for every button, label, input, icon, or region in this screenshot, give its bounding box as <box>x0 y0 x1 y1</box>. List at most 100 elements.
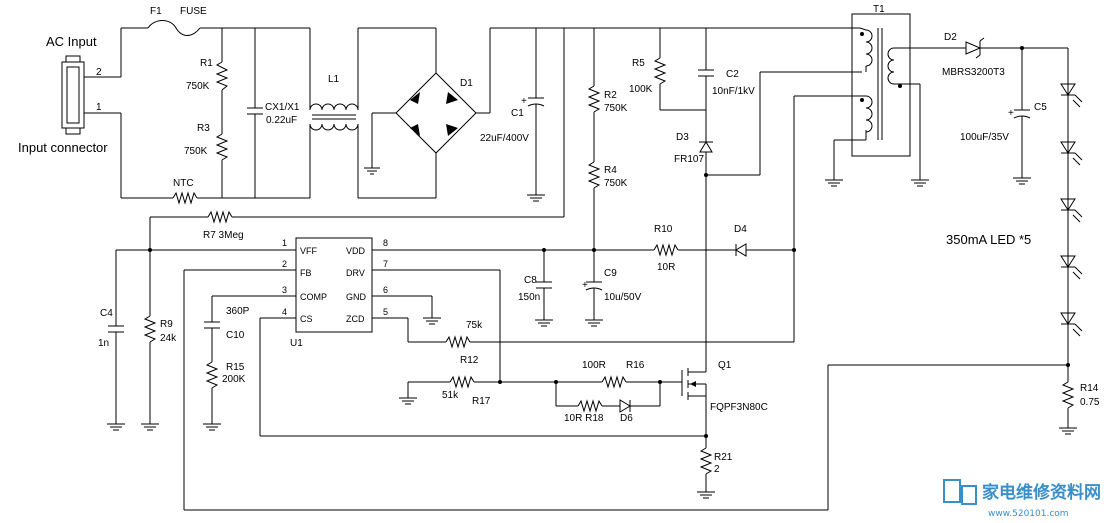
r2-r4-divider <box>587 28 601 250</box>
output-stage <box>183 37 1077 511</box>
r2-value: 750K <box>604 103 628 114</box>
junction-dot <box>704 173 708 177</box>
r16-value: 100R <box>582 360 606 371</box>
c2-label: C2 <box>726 69 739 80</box>
ntc-resistor <box>172 191 198 205</box>
r17-label: R17 <box>472 396 491 407</box>
r3-value: 750K <box>184 146 208 157</box>
d1-label: D1 <box>460 78 473 89</box>
u1-label: U1 <box>290 338 303 349</box>
r9-label: R9 <box>160 319 173 330</box>
u1-gnd-pin: GND <box>346 292 367 302</box>
d1-bridge-rectifier <box>371 27 860 198</box>
c1-capacitor <box>527 28 545 202</box>
r5-label: R5 <box>632 58 645 69</box>
r2-label: R2 <box>604 90 617 101</box>
ground-symbol <box>535 319 553 327</box>
r3-resistor <box>215 133 229 161</box>
c1-value: 22uF/400V <box>480 133 529 144</box>
r9-value: 24k <box>160 333 177 344</box>
snubber-wiring <box>653 28 862 365</box>
q1-label: Q1 <box>718 360 732 371</box>
ground-symbol <box>825 179 843 187</box>
c4-label: C4 <box>100 308 113 319</box>
ground-symbol <box>911 179 929 187</box>
u1-pin8-num: 8 <box>383 238 388 248</box>
junction-dot <box>148 248 152 252</box>
u1-pin6-num: 6 <box>383 285 388 295</box>
r18-label: 10R R18 <box>564 413 604 424</box>
cs-wiring <box>259 318 706 437</box>
u1-pin3-num: 3 <box>282 285 287 295</box>
input-connector-symbol <box>61 55 121 135</box>
t1-label: T1 <box>873 4 885 15</box>
r10-value: 10R <box>657 262 675 273</box>
cx1-value: 0.22uF <box>266 115 297 126</box>
u1-pin1-num: 1 <box>282 238 287 248</box>
led-4 <box>1060 255 1083 280</box>
watermark-url: www.520101.com <box>988 509 1069 519</box>
junction-dot <box>704 434 708 438</box>
d4-label: D4 <box>734 224 747 235</box>
u1-vdd-pin: VDD <box>346 246 366 256</box>
c9-plus: + <box>582 280 588 291</box>
u1-fb-pin: FB <box>300 268 312 278</box>
u1-controller-ic <box>260 237 408 333</box>
led-2 <box>1060 141 1083 166</box>
r1-resistor <box>215 61 229 91</box>
r1-value: 750K <box>186 81 210 92</box>
led-3 <box>1060 198 1083 223</box>
c1-plus: + <box>521 96 527 107</box>
d3-label: D3 <box>676 132 689 143</box>
r17-value: 51k <box>442 390 459 401</box>
f1-label: F1 <box>150 6 162 17</box>
r15-value: 200K <box>222 374 246 385</box>
d6-label: D6 <box>620 413 633 424</box>
connector-pin2-label: 2 <box>96 67 102 78</box>
site-watermark: 家电维修资料网 www.520101.com <box>943 479 1101 519</box>
led-5 <box>1060 312 1083 337</box>
u1-pin4-num: 4 <box>282 307 287 317</box>
junction-dot <box>1020 46 1024 50</box>
r3-label: R3 <box>197 123 210 134</box>
r14-label: R14 <box>1080 383 1099 394</box>
r5-value: 100K <box>629 84 653 95</box>
led-spec-label: 350mA LED *5 <box>946 232 1031 247</box>
r15-label: R15 <box>226 362 245 373</box>
r21-value: 2 <box>714 464 720 475</box>
vff-network <box>107 249 260 431</box>
c4-value: 1n <box>98 338 109 349</box>
u1-vff-pin: VFF <box>300 246 318 256</box>
c1-label: C1 <box>511 108 524 119</box>
u1-drv-pin: DRV <box>346 268 365 278</box>
ac-input-label: AC Input <box>46 34 97 49</box>
c9-value: 10u/50V <box>604 292 642 303</box>
led-1 <box>1060 83 1083 108</box>
r16-label: R16 <box>626 360 645 371</box>
c5-value: 100uF/35V <box>960 132 1009 143</box>
c8-value: 150n <box>518 292 540 303</box>
junction-dot <box>1066 363 1070 367</box>
r12-label: R12 <box>460 355 479 366</box>
ground-symbol <box>364 167 380 175</box>
r7-startup-wiring <box>149 28 565 316</box>
gate-drive-network <box>399 269 682 413</box>
r10-label: R10 <box>654 224 673 235</box>
junction-dot <box>498 380 502 384</box>
u1-cs-pin: CS <box>300 314 313 324</box>
l1-label: L1 <box>328 74 340 85</box>
r1-label: R1 <box>200 58 213 69</box>
watermark-title: 家电维修资料网 <box>982 482 1101 503</box>
cx1-label: CX1/X1 <box>265 102 300 113</box>
d2-label: D2 <box>944 32 957 43</box>
u1-zcd-pin: ZCD <box>346 314 365 324</box>
ntc-label: NTC <box>173 178 194 189</box>
u1-comp-pin: COMP <box>300 292 327 302</box>
connector-pin1-label: 1 <box>96 102 102 113</box>
l1-choke <box>309 27 436 199</box>
c10-label: C10 <box>226 330 245 341</box>
c5-label: C5 <box>1034 102 1047 113</box>
c9-label: C9 <box>604 268 617 279</box>
ground-symbol <box>585 319 603 327</box>
